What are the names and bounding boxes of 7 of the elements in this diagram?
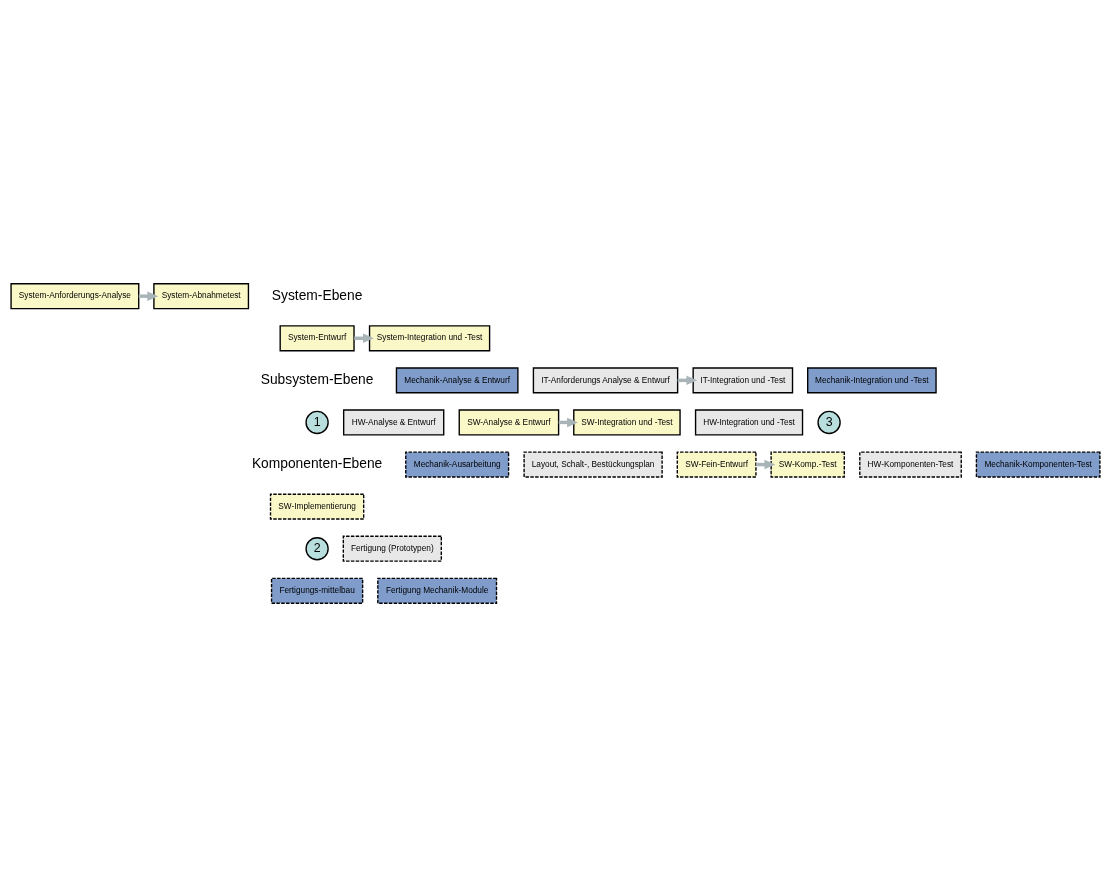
label: 2 xyxy=(313,540,321,555)
label: 3 xyxy=(825,413,833,428)
label: Subsystem-Ebene xyxy=(260,371,374,387)
label: 1 xyxy=(313,413,321,428)
label: System-Ebene xyxy=(271,287,363,303)
arrow xyxy=(138,290,159,301)
label: Komponenten-Ebene xyxy=(251,455,383,471)
